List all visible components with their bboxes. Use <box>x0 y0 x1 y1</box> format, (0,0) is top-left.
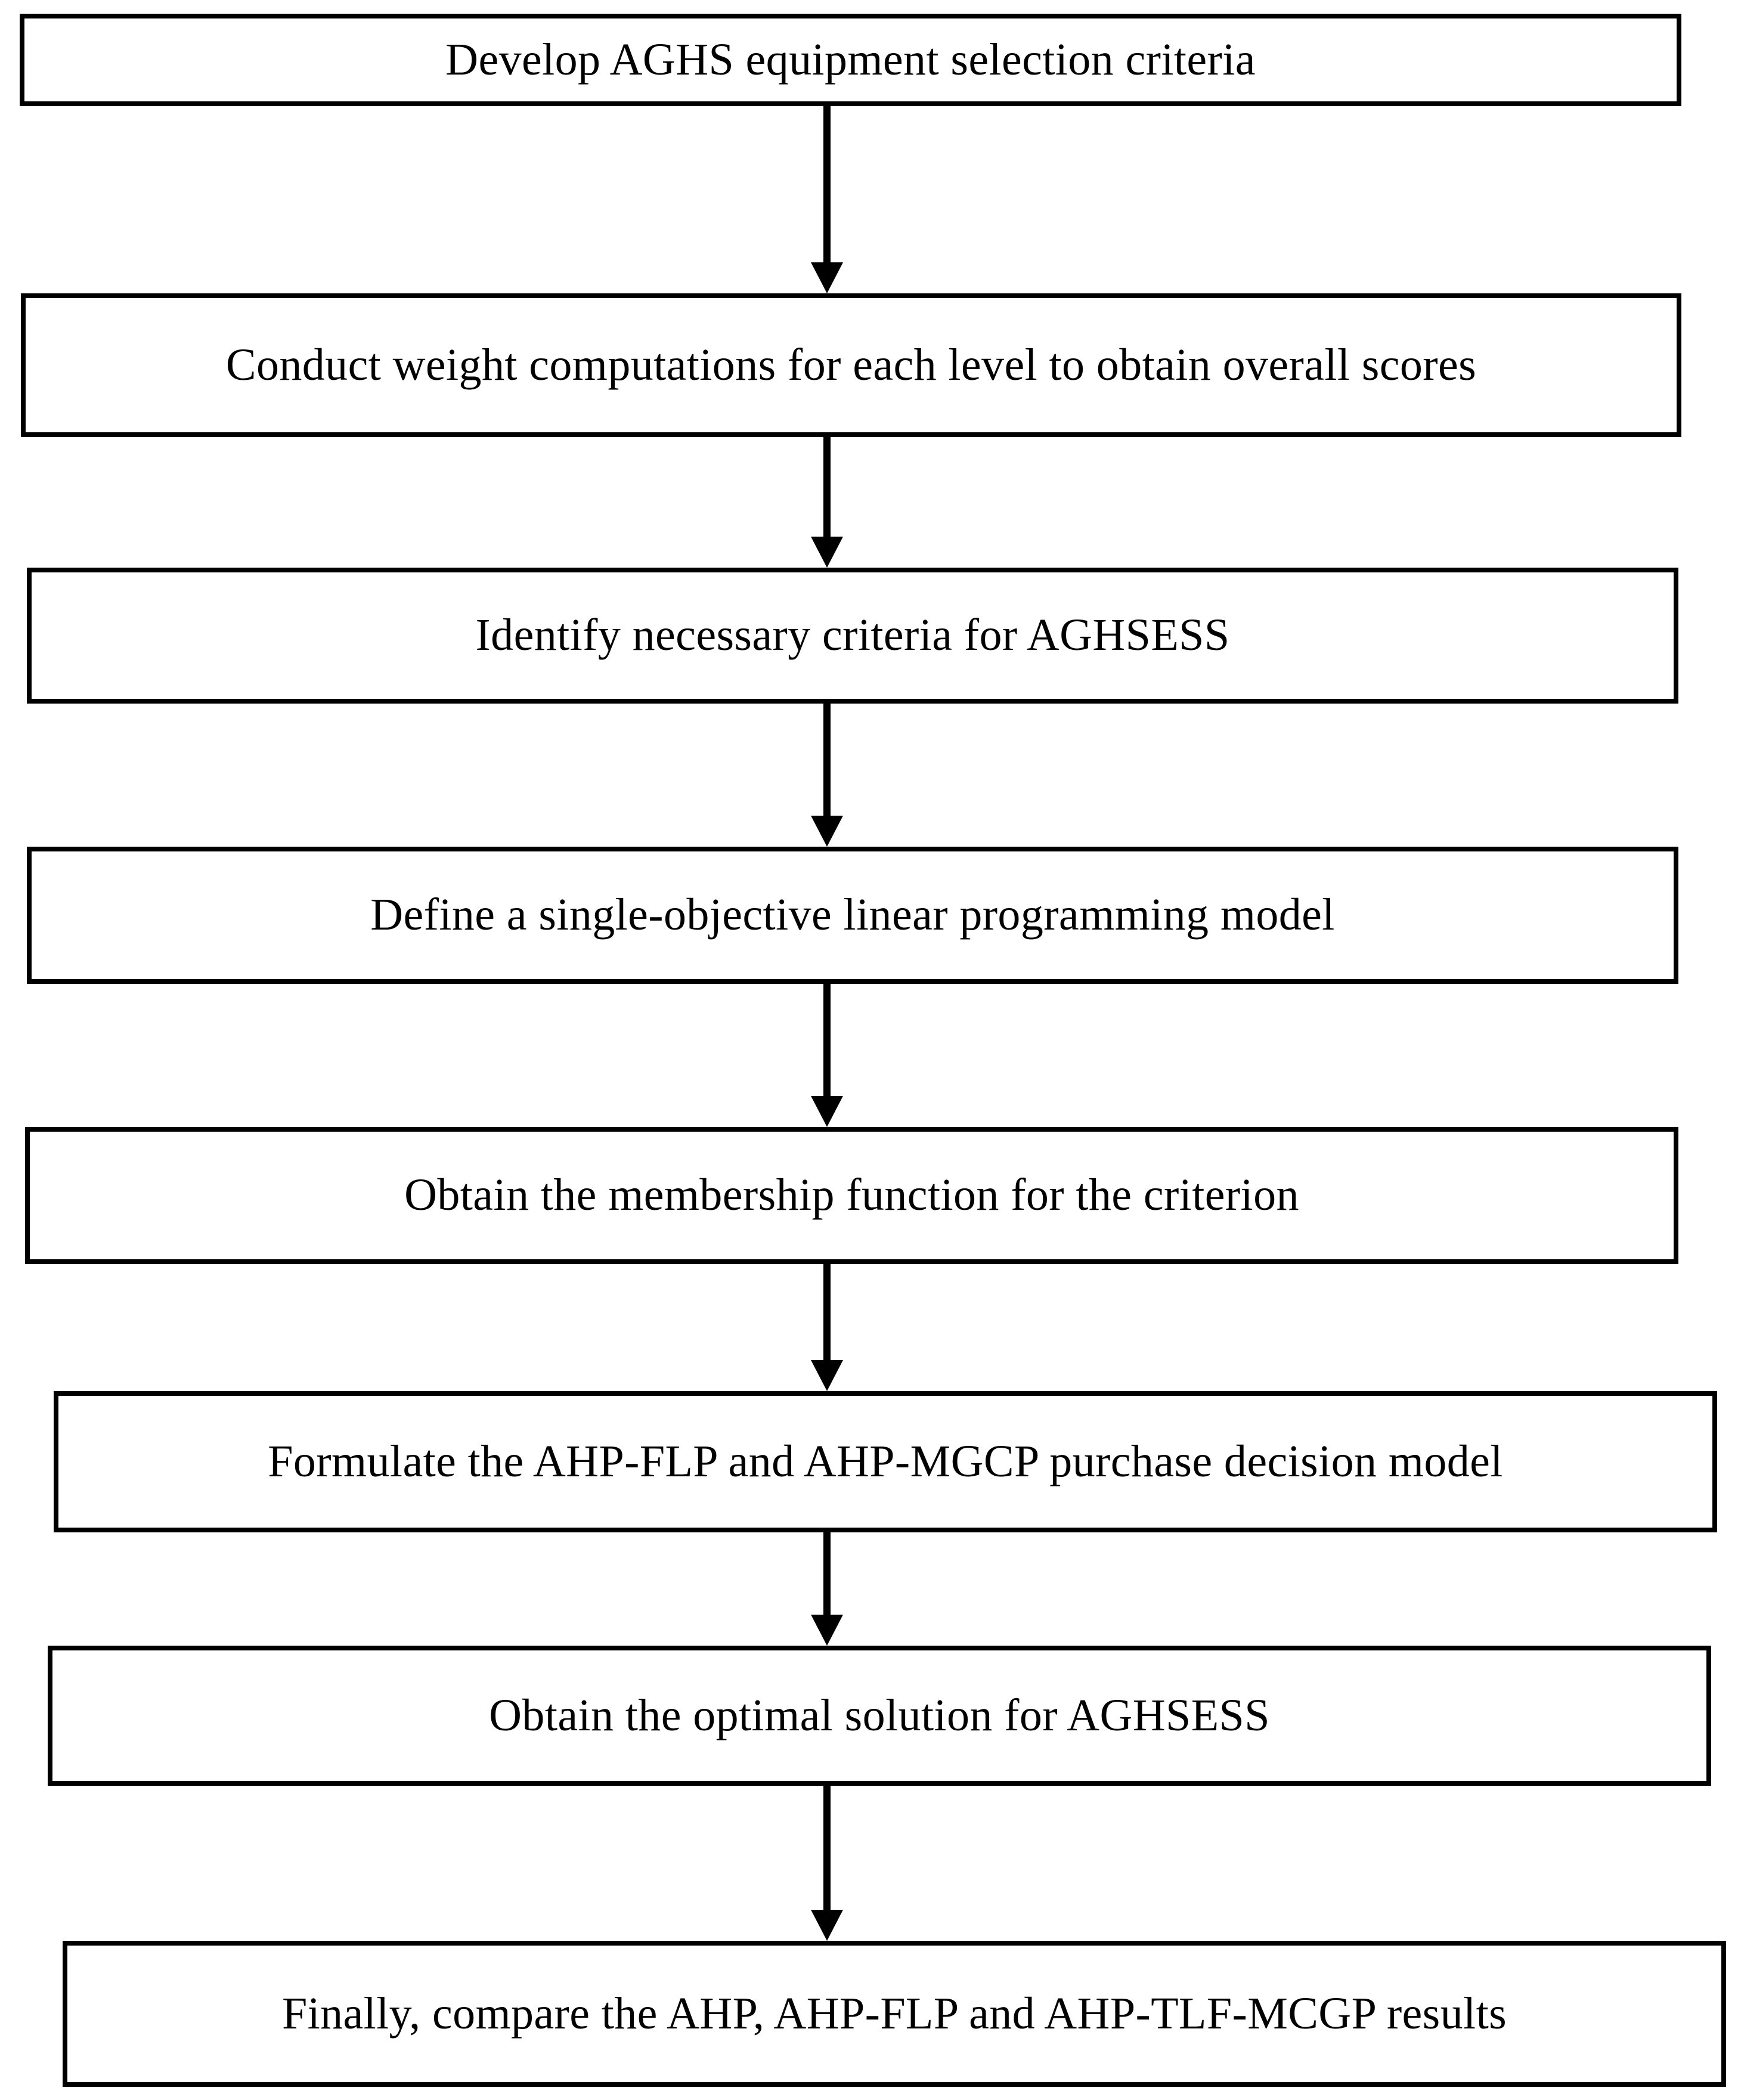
connector-shaft <box>823 1786 831 1910</box>
flow-node-label: Identify necessary criteria for AGHSESS <box>475 610 1230 661</box>
flow-node-develop-criteria[interactable]: Develop AGHS equipment selection criteri… <box>20 14 1681 106</box>
flow-node-define-lp-model[interactable]: Define a single-objective linear program… <box>27 847 1678 984</box>
connector-shaft <box>823 704 831 816</box>
arrowhead-down-icon <box>811 816 843 847</box>
arrowhead-down-icon <box>811 262 843 293</box>
arrowhead-down-icon <box>811 1615 843 1646</box>
flow-node-formulate-decision-model[interactable]: Formulate the AHP-FLP and AHP-MGCP purch… <box>54 1391 1717 1532</box>
flow-node-label: Obtain the membership function for the c… <box>404 1170 1299 1221</box>
flow-node-optimal-solution[interactable]: Obtain the optimal solution for AGHSESS <box>48 1646 1711 1786</box>
flow-node-label: Develop AGHS equipment selection criteri… <box>445 34 1256 85</box>
flow-node-label: Define a single-objective linear program… <box>370 890 1335 940</box>
connector-shaft <box>823 437 831 537</box>
connector-shaft <box>823 106 831 262</box>
connector-shaft <box>823 1264 831 1360</box>
connector-shaft <box>823 984 831 1096</box>
connector-shaft <box>823 1532 831 1615</box>
flow-node-label: Finally, compare the AHP, AHP-FLP and AH… <box>281 1988 1507 2039</box>
flow-node-label: Conduct weight computations for each lev… <box>225 339 1477 390</box>
arrowhead-down-icon <box>811 1360 843 1391</box>
flow-node-label: Formulate the AHP-FLP and AHP-MGCP purch… <box>268 1436 1503 1486</box>
arrowhead-down-icon <box>811 537 843 568</box>
flow-node-membership-function[interactable]: Obtain the membership function for the c… <box>25 1127 1678 1264</box>
flow-node-compare-results[interactable]: Finally, compare the AHP, AHP-FLP and AH… <box>63 1941 1726 2087</box>
arrowhead-down-icon <box>811 1096 843 1127</box>
arrowhead-down-icon <box>811 1910 843 1941</box>
flow-node-weight-computations[interactable]: Conduct weight computations for each lev… <box>21 293 1681 437</box>
flow-node-label: Obtain the optimal solution for AGHSESS <box>489 1690 1270 1740</box>
flow-node-identify-criteria[interactable]: Identify necessary criteria for AGHSESS <box>27 568 1678 704</box>
